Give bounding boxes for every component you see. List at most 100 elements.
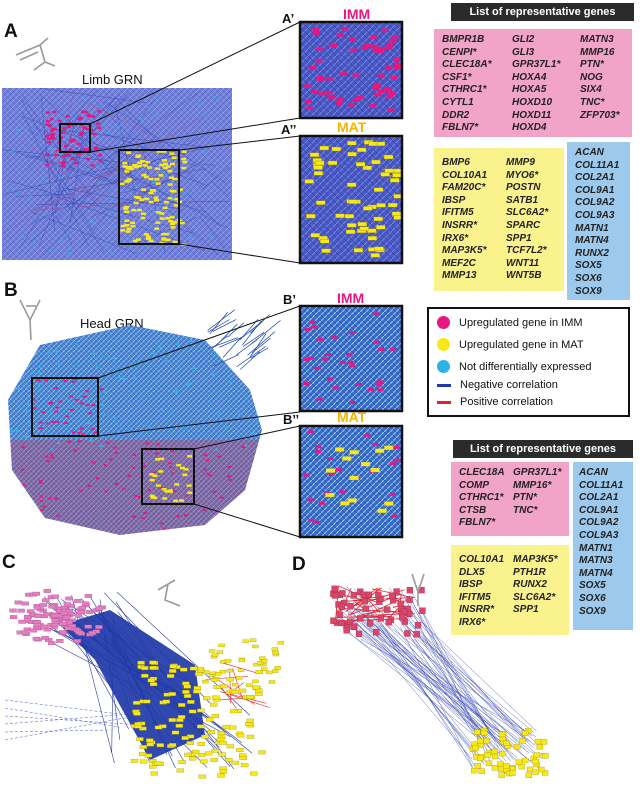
gene-name: GPR37L1* xyxy=(513,467,562,478)
gene-name: MATN3 xyxy=(580,34,614,45)
gene-name: COL11A1 xyxy=(575,159,620,171)
gene-name: FBLN7* xyxy=(442,122,479,134)
gene-name: DDR2 xyxy=(442,109,470,121)
gene-name: TNC* xyxy=(513,504,538,516)
gene-name: MATN1 xyxy=(579,542,613,554)
limb-imm-highlight-box xyxy=(59,123,91,153)
gene-name: SLC6A2* xyxy=(506,207,549,219)
gene-name: COL9A3 xyxy=(575,209,615,221)
zoom-b-double-prime-mat xyxy=(298,424,404,539)
head-grn-network xyxy=(8,309,281,535)
gene-name: HOXD10 xyxy=(512,96,553,108)
gene-name: COL10A1 xyxy=(442,169,488,181)
gene-name: COL2A1 xyxy=(579,492,619,504)
limb-grn-title: Limb GRN xyxy=(82,72,143,87)
gene-name: COL2A1 xyxy=(575,172,615,184)
gene-name: SOX6 xyxy=(575,272,602,284)
panel-label-b-double-prime: B’’ xyxy=(283,412,300,427)
gene-name: COL9A1 xyxy=(579,504,619,516)
gene-name: PTN* xyxy=(580,59,604,71)
gene-name: TCF7L2* xyxy=(506,245,547,257)
gene-name: IFITM5 xyxy=(442,207,474,219)
legend: Upregulated gene in IMM Upregulated gene… xyxy=(427,307,630,417)
gene-name: CTHRC1* xyxy=(459,492,504,504)
gene-name: MMP16* xyxy=(513,479,552,491)
gene-name: CLEC18A xyxy=(459,467,505,478)
panel-c-sketch-icon xyxy=(157,579,181,607)
gene-name: FAM20C* xyxy=(442,182,486,194)
gene-name: GPR37L1* xyxy=(512,59,561,71)
imm-tag-b: IMM xyxy=(337,290,365,306)
gene-name: ACAN xyxy=(575,147,604,158)
gene-name: BMP6 xyxy=(442,157,470,168)
gene-name: MATN4 xyxy=(579,567,613,579)
gene-name: NOG xyxy=(580,71,603,83)
gene-name: GLI3 xyxy=(512,46,535,58)
imm-dot-icon xyxy=(437,316,450,329)
gene-name: CSF1* xyxy=(442,71,472,83)
panel-d-sketch-icon xyxy=(411,573,425,606)
gene-name: MMP9 xyxy=(506,157,535,168)
panel-label-a: A xyxy=(4,21,18,42)
gene-name: SATB1 xyxy=(506,194,539,206)
panel-label-a-double-prime: A’’ xyxy=(281,122,297,137)
head-imm-highlight-box xyxy=(31,377,99,437)
gene-name: SOX5 xyxy=(575,260,602,272)
gene-name: PTH1R xyxy=(513,566,546,578)
gene-name: WNT5B xyxy=(506,270,542,282)
legend-nde: Not differentially expressed xyxy=(437,360,591,373)
panel-label-a-prime: A’ xyxy=(282,11,295,26)
gene-name: FBLN7* xyxy=(459,517,496,529)
gene-name: RUNX2 xyxy=(575,247,609,259)
gene-name: SLC6A2* xyxy=(513,591,556,603)
positive-line-icon xyxy=(437,400,451,404)
legend-positive: Positive correlation xyxy=(437,396,553,408)
gene-name: INSRR* xyxy=(442,219,478,231)
gene-name: CYTL1 xyxy=(442,96,474,108)
gene-name: SPP1 xyxy=(513,604,539,616)
gene-name: COL9A2 xyxy=(575,197,615,209)
gene-name: MYO6* xyxy=(506,169,539,181)
nde-dot-icon xyxy=(437,360,450,373)
gene-name: IRX6* xyxy=(459,616,486,628)
negative-line-icon xyxy=(437,383,451,387)
gene-name: SOX9 xyxy=(575,285,602,297)
gene-name: SPARC xyxy=(506,219,541,231)
gene-name: IBSP xyxy=(459,579,483,591)
gene-name: MEF2C xyxy=(442,257,476,269)
gene-name: IBSP xyxy=(442,194,466,206)
zoom-a-prime-imm xyxy=(298,20,404,120)
gene-name: PTN* xyxy=(513,492,537,504)
gene-name: HOXD11 xyxy=(512,109,552,121)
gene-col-bottom-imm-2: GPR37L1*MMP16*PTN*TNC* xyxy=(513,467,561,517)
zoom-a-double-prime-mat xyxy=(298,134,404,265)
gene-name: SOX6 xyxy=(579,592,606,604)
legend-negative: Negative correlation xyxy=(437,379,558,391)
head-mat-highlight-box xyxy=(141,448,195,505)
gene-name: ACAN xyxy=(579,467,608,478)
gene-name: COMP xyxy=(459,479,489,491)
gene-name: GLI2 xyxy=(512,34,535,45)
panel-d-network xyxy=(330,585,549,779)
gene-name: ZFP703* xyxy=(580,109,620,121)
gene-name: MMP16 xyxy=(580,46,615,58)
panel-label-c: C xyxy=(2,552,16,573)
mat-tag-a: MAT xyxy=(337,119,367,135)
gene-name: CTSB xyxy=(459,504,487,516)
mat-tag-b: MAT xyxy=(337,409,367,425)
gene-name: COL9A3 xyxy=(579,529,619,541)
gene-name: POSTN xyxy=(506,182,541,194)
limb-sketch-icon xyxy=(15,37,56,71)
panel-c-network xyxy=(4,589,285,779)
